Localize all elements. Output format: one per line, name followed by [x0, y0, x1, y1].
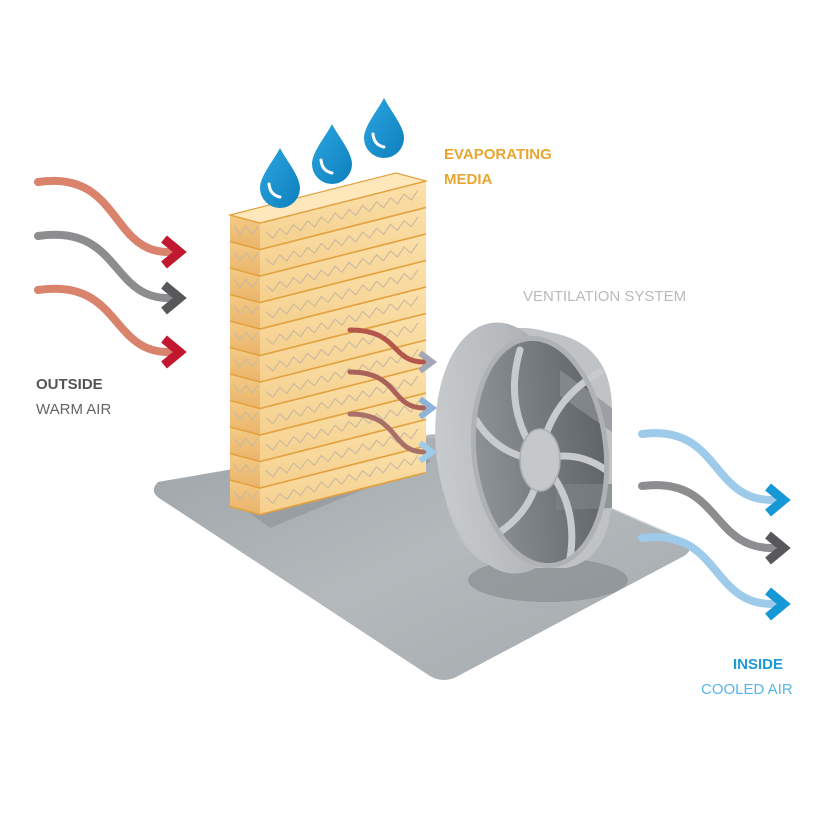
label-outside: OUTSIDE	[36, 376, 103, 393]
arrow-icon	[161, 281, 187, 315]
arrow-icon	[418, 396, 438, 420]
water-drop-icon	[260, 148, 300, 208]
label-cooled-air: COOLED AIR	[701, 681, 793, 698]
cooling-air-stream	[347, 327, 438, 374]
media-layer	[229, 392, 427, 462]
cooled-air-stream	[638, 429, 791, 517]
warm-air-stream	[34, 284, 187, 369]
arrow-icon	[765, 587, 791, 621]
cooling-air-stream	[347, 411, 438, 464]
arrow-icon	[418, 440, 438, 464]
arrow-icon	[765, 531, 791, 565]
warm-air-stream	[34, 176, 187, 269]
media-layer	[229, 339, 427, 409]
cooling-air-stream	[347, 369, 438, 420]
media-layer	[229, 259, 427, 329]
arrow-icon	[161, 335, 187, 369]
evaporating-media	[227, 172, 429, 516]
water-drop-icon	[312, 124, 352, 184]
label-inside: INSIDE	[733, 656, 783, 673]
media-layer	[229, 233, 427, 303]
media-layer	[229, 286, 427, 356]
water-drop-icon	[364, 98, 404, 158]
cooled-air-stream	[638, 533, 791, 621]
label-warm-air: WARM AIR	[36, 401, 111, 418]
arrow-icon	[765, 483, 791, 517]
media-layer	[229, 312, 427, 382]
arrow-icon	[161, 235, 187, 269]
water-drops	[260, 98, 404, 208]
media-layer	[229, 206, 427, 276]
media-layer	[229, 445, 427, 515]
label-evaporating-media-line2: MEDIA	[444, 171, 493, 188]
label-ventilation-system: VENTILATION SYSTEM	[523, 288, 686, 305]
cooled-air-stream	[638, 481, 791, 565]
ventilation-fan	[435, 322, 612, 574]
air-streams	[34, 176, 791, 621]
media-layer	[229, 418, 427, 488]
media-top	[227, 172, 429, 224]
arrow-icon	[418, 350, 438, 374]
fan-hub	[519, 428, 561, 492]
warm-air-stream	[34, 230, 187, 315]
label-evaporating-media-line1: EVAPORATING	[444, 146, 552, 163]
